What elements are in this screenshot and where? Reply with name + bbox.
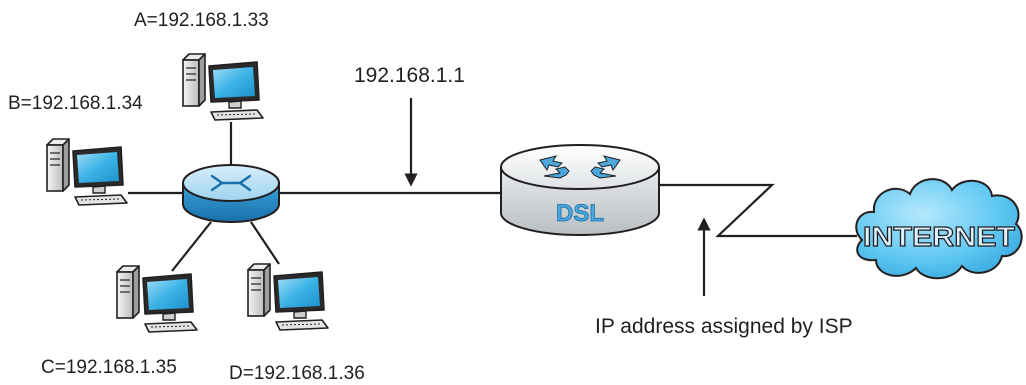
host-a-label: A=192.168.1.33 bbox=[134, 10, 269, 31]
host-d-label: D=192.168.1.36 bbox=[229, 363, 365, 384]
computer-b-icon bbox=[46, 138, 128, 206]
cloud-label: INTERNET bbox=[863, 221, 1015, 252]
computer-c-icon bbox=[116, 265, 198, 333]
host-c-label: C=192.168.1.35 bbox=[41, 357, 177, 378]
computer-d-icon bbox=[247, 263, 329, 331]
router-label: DSL bbox=[556, 200, 604, 227]
arrows bbox=[404, 98, 711, 296]
switch-icon bbox=[182, 164, 280, 223]
link-router-internet bbox=[660, 183, 857, 238]
lan-address-label: 192.168.1.1 bbox=[354, 64, 465, 87]
host-b-label: B=192.168.1.34 bbox=[8, 93, 143, 114]
internet-cloud-icon: INTERNET bbox=[855, 178, 1023, 280]
dsl-router-icon: DSL bbox=[500, 144, 660, 236]
wan-caption: IP address assigned by ISP bbox=[595, 315, 853, 338]
link-hub-c bbox=[171, 221, 212, 272]
computer-a-icon bbox=[182, 53, 264, 121]
connection-lines bbox=[128, 122, 857, 272]
link-hub-d bbox=[250, 221, 280, 265]
